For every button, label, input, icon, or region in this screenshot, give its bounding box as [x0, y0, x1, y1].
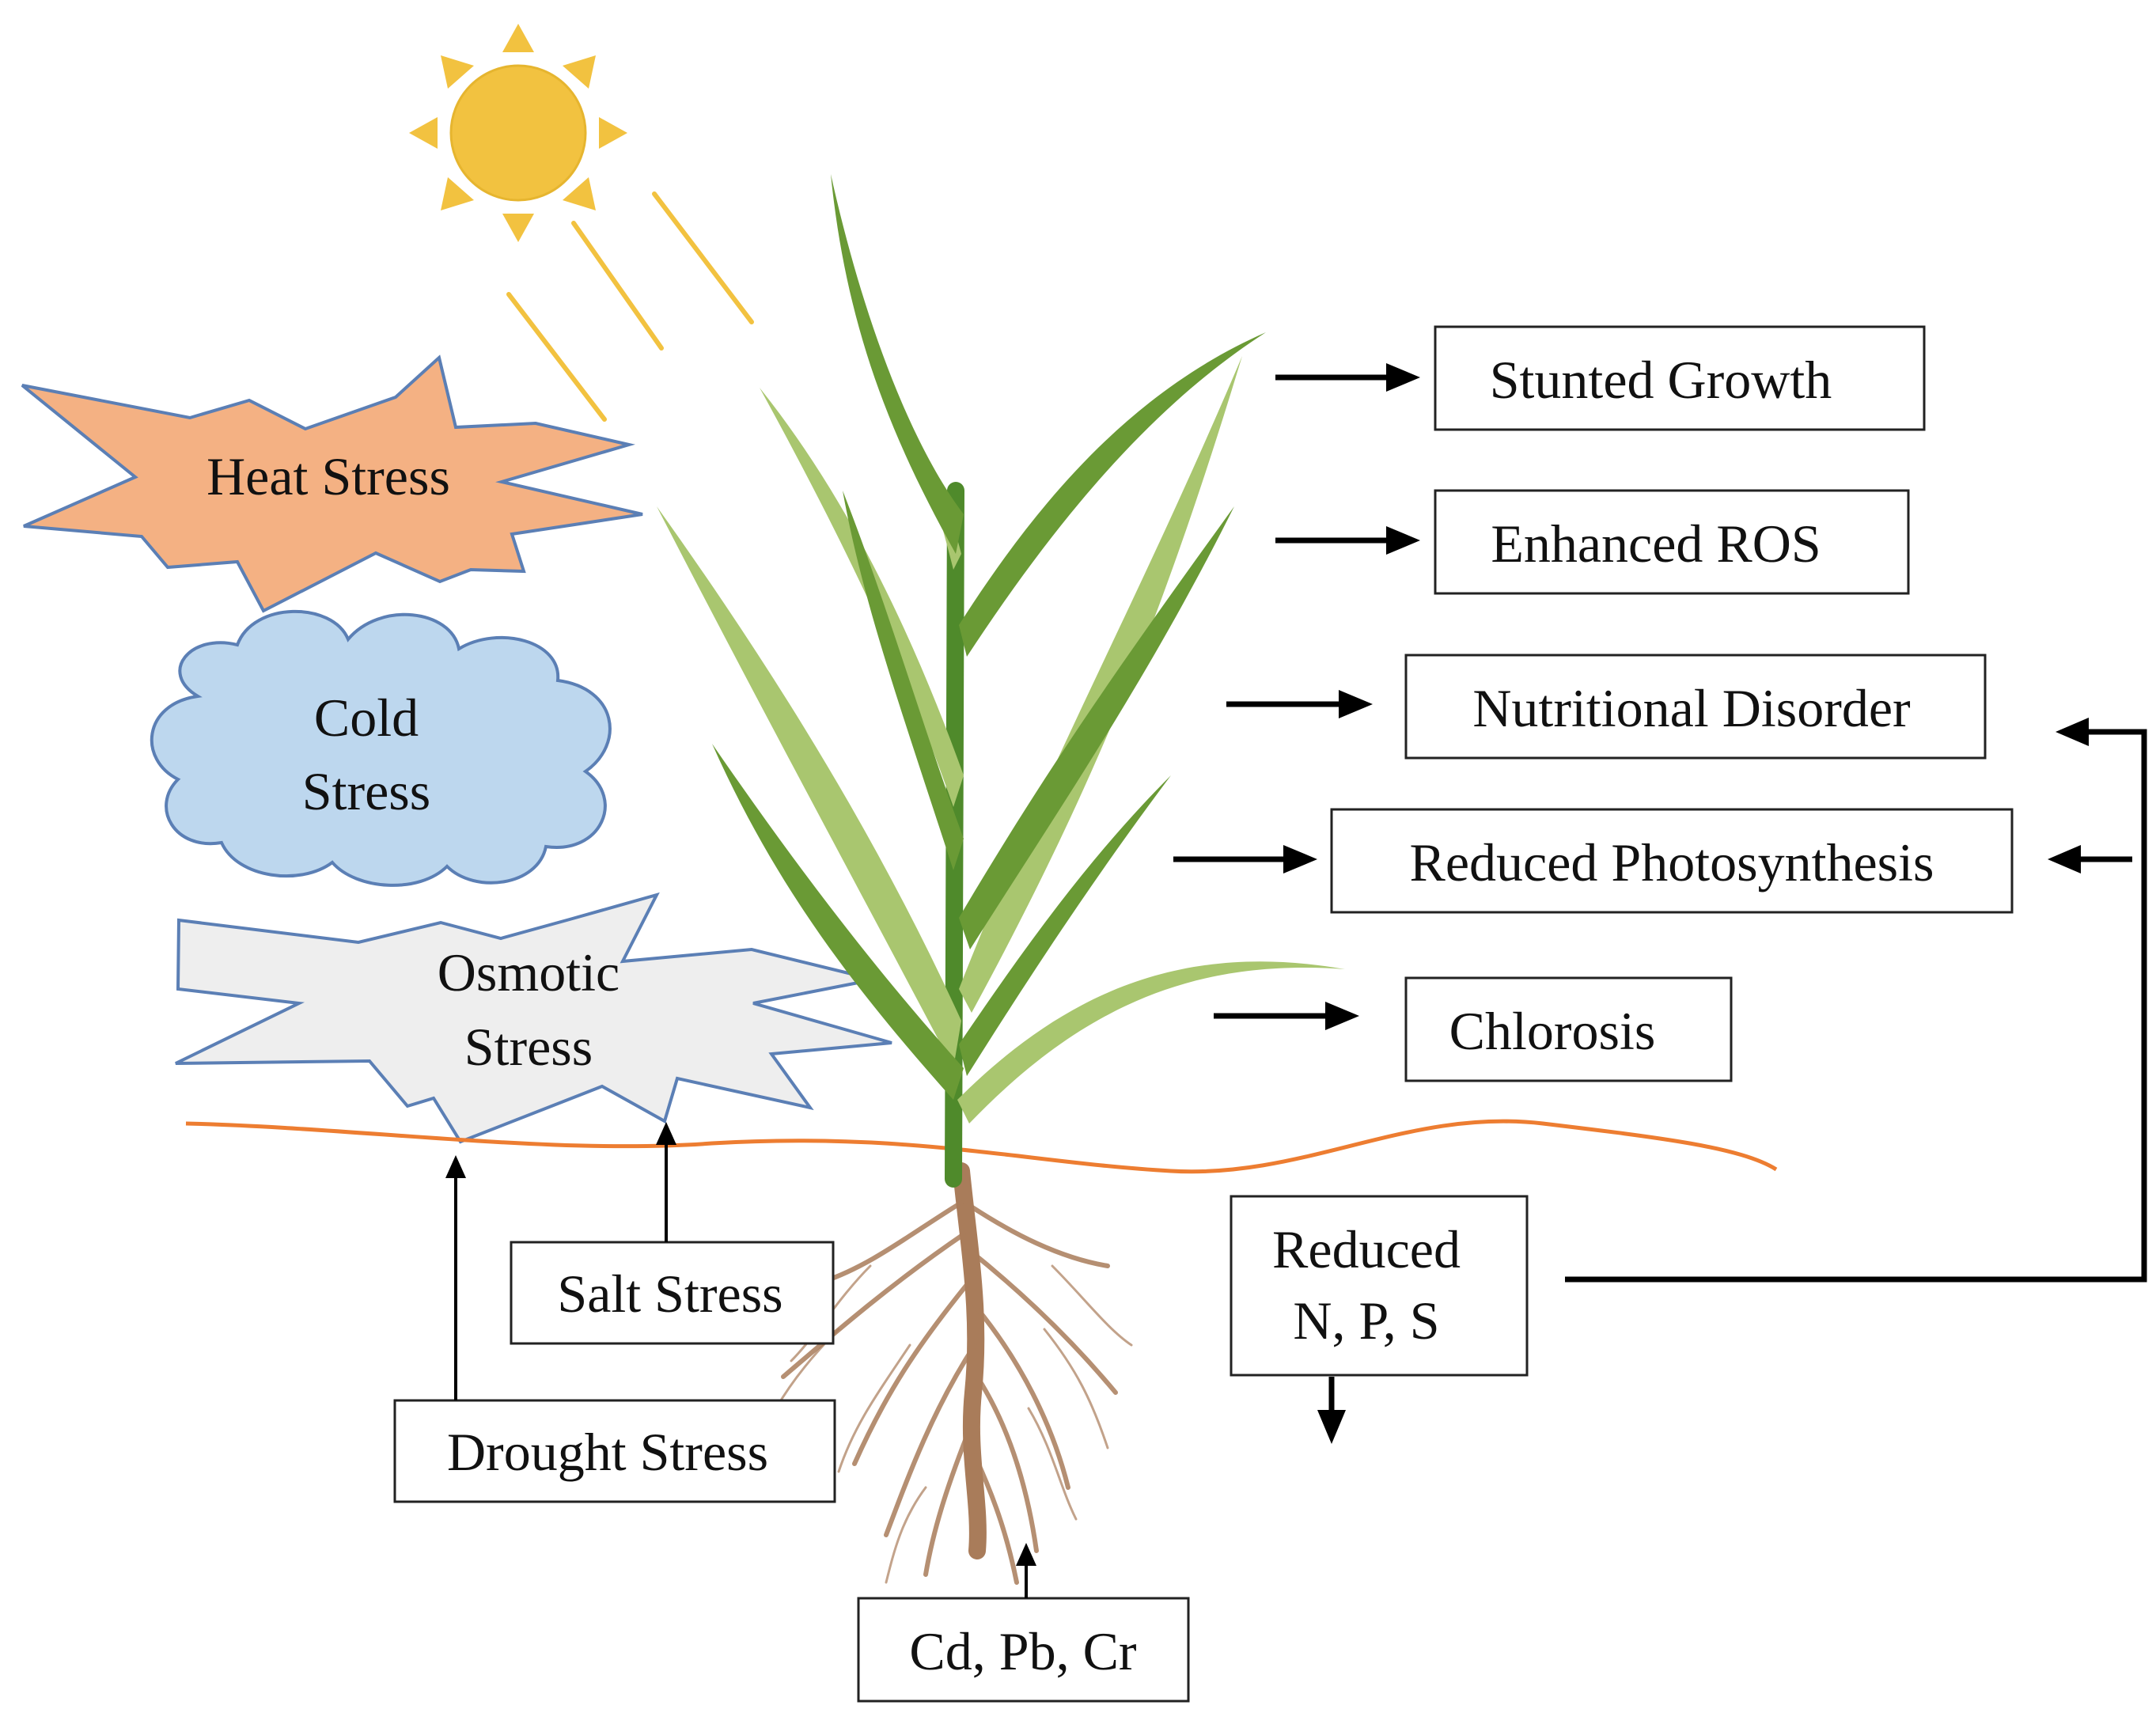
metals-label: Cd, Pb, Cr: [909, 1621, 1137, 1681]
effect-arrows: [1173, 363, 1420, 1030]
enhanced-ros-label: Enhanced ROS: [1491, 513, 1821, 574]
drought-stress-label: Drought Stress: [447, 1422, 768, 1482]
heat-stress-label: Heat Stress: [207, 446, 450, 506]
soil-line: [185, 1119, 1778, 1174]
nutritional-disorder-label: Nutritional Disorder: [1472, 678, 1911, 738]
effect-enhanced-ros: Enhanced ROS: [1434, 489, 1910, 595]
stressor-drought: Drought Stress: [393, 1399, 836, 1503]
effect-chlorosis: Chlorosis: [1404, 976, 1733, 1082]
effect-stunted-growth: Stunted Growth: [1434, 325, 1926, 431]
effect-reduced-nps: Reduced N, P, S: [1230, 1195, 1529, 1377]
stressor-arrows: [445, 1122, 1036, 1598]
feedback-connector: [1317, 718, 2147, 1444]
reduced-photosynthesis-label: Reduced Photosynthesis: [1410, 832, 1934, 892]
cold-stress-cloud: Cold Stress: [150, 609, 612, 887]
plant-illustration: [657, 174, 1345, 1188]
stressor-metals: Cd, Pb, Cr: [857, 1597, 1190, 1703]
sun-rays: [506, 191, 754, 422]
osmotic-stress-shape: Osmotic Stress: [175, 892, 892, 1144]
salt-stress-label: Salt Stress: [557, 1264, 782, 1324]
root-system: [766, 1162, 1133, 1585]
stressor-salt: Salt Stress: [510, 1241, 835, 1345]
heat-stress-shape: Heat Stress: [21, 354, 643, 613]
effect-reduced-photosynthesis: Reduced Photosynthesis: [1330, 808, 2014, 914]
sun-icon: [409, 24, 627, 242]
stunted-growth-label: Stunted Growth: [1490, 350, 1832, 410]
osmotic-stress-label-line2: Stress: [464, 1017, 593, 1077]
reduced-nps-label-line1: Reduced: [1272, 1219, 1461, 1279]
reduced-nps-label-line2: N, P, S: [1293, 1290, 1439, 1351]
chlorosis-label: Chlorosis: [1449, 1001, 1656, 1061]
cold-stress-label-line2: Stress: [302, 761, 430, 821]
effect-nutritional-disorder: Nutritional Disorder: [1404, 654, 1987, 760]
cold-stress-label-line1: Cold: [314, 688, 419, 748]
osmotic-stress-label-line1: Osmotic: [438, 942, 620, 1002]
